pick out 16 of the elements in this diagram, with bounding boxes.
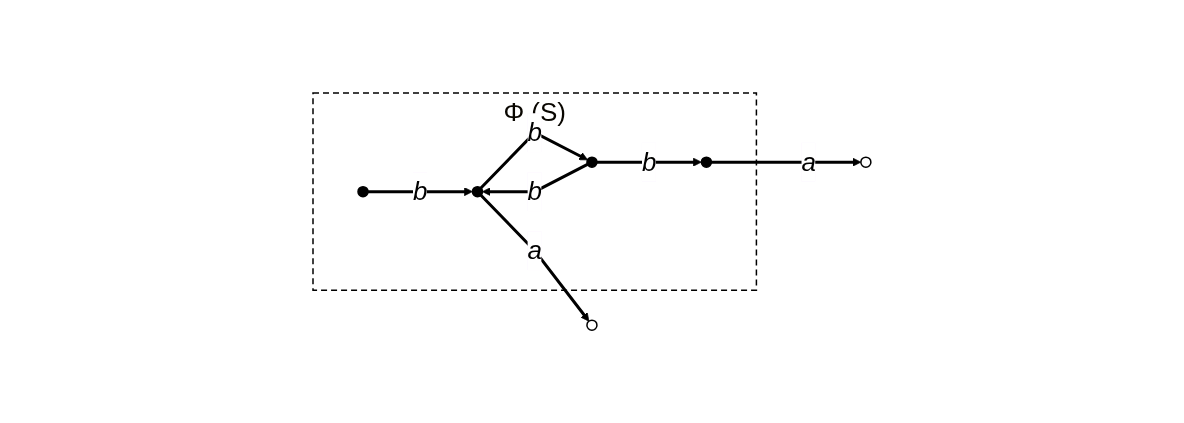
arrow xyxy=(479,194,590,322)
edge-label: b xyxy=(527,176,542,207)
node-circle xyxy=(860,156,872,168)
node-circle xyxy=(700,156,713,168)
arrow xyxy=(711,157,862,167)
arrow xyxy=(482,163,589,197)
edge-label: a xyxy=(527,235,542,266)
node-circle xyxy=(357,185,369,198)
edge-label: b xyxy=(642,146,657,177)
node-circle xyxy=(586,156,598,168)
arrow xyxy=(597,157,702,167)
arrow xyxy=(368,187,473,197)
edge-label: a xyxy=(801,146,816,177)
node-circle xyxy=(586,319,598,331)
edge-label: b xyxy=(413,176,428,207)
node-circle xyxy=(471,185,484,198)
